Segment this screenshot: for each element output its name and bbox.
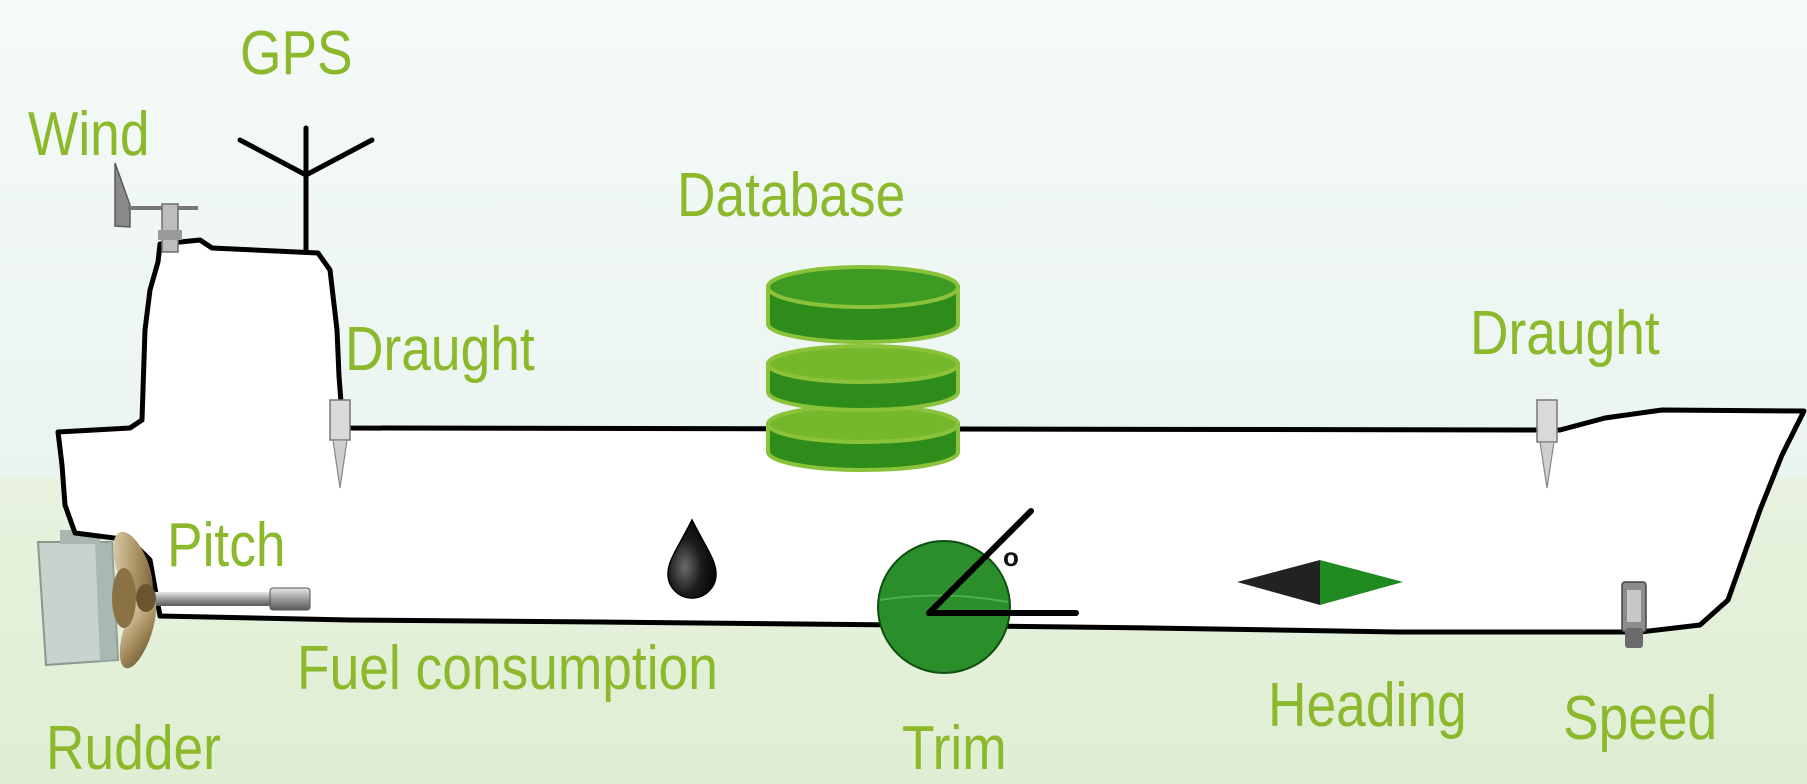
label-pitch: Pitch (167, 511, 286, 580)
speed-log-icon (1621, 581, 1647, 648)
compass-needle-icon (1237, 560, 1403, 605)
label-draught-fwd: Draught (1470, 299, 1660, 368)
wind-vane-icon (114, 162, 198, 253)
label-database: Database (677, 161, 906, 230)
label-gps: GPS (240, 19, 353, 88)
gps-antenna-icon (237, 125, 375, 255)
label-draught-aft: Draught (345, 315, 535, 384)
draught-sensor-icon (1536, 399, 1558, 489)
label-heading: Heading (1268, 671, 1467, 740)
rudder-icon (36, 530, 120, 667)
label-speed: Speed (1563, 684, 1718, 753)
database-icon (766, 265, 960, 472)
oil-drop-icon (667, 518, 717, 599)
trim-angle-symbol: o (1003, 542, 1019, 572)
label-wind: Wind (28, 100, 150, 169)
propeller-shaft (140, 587, 311, 611)
label-rudder: Rudder (46, 714, 221, 783)
propeller-icon (112, 531, 157, 669)
trim-gauge-icon (877, 508, 1079, 674)
draught-sensor-icon (329, 399, 351, 489)
label-trim: Trim (902, 714, 1007, 783)
label-fuel-consumption: Fuel consumption (297, 634, 718, 703)
